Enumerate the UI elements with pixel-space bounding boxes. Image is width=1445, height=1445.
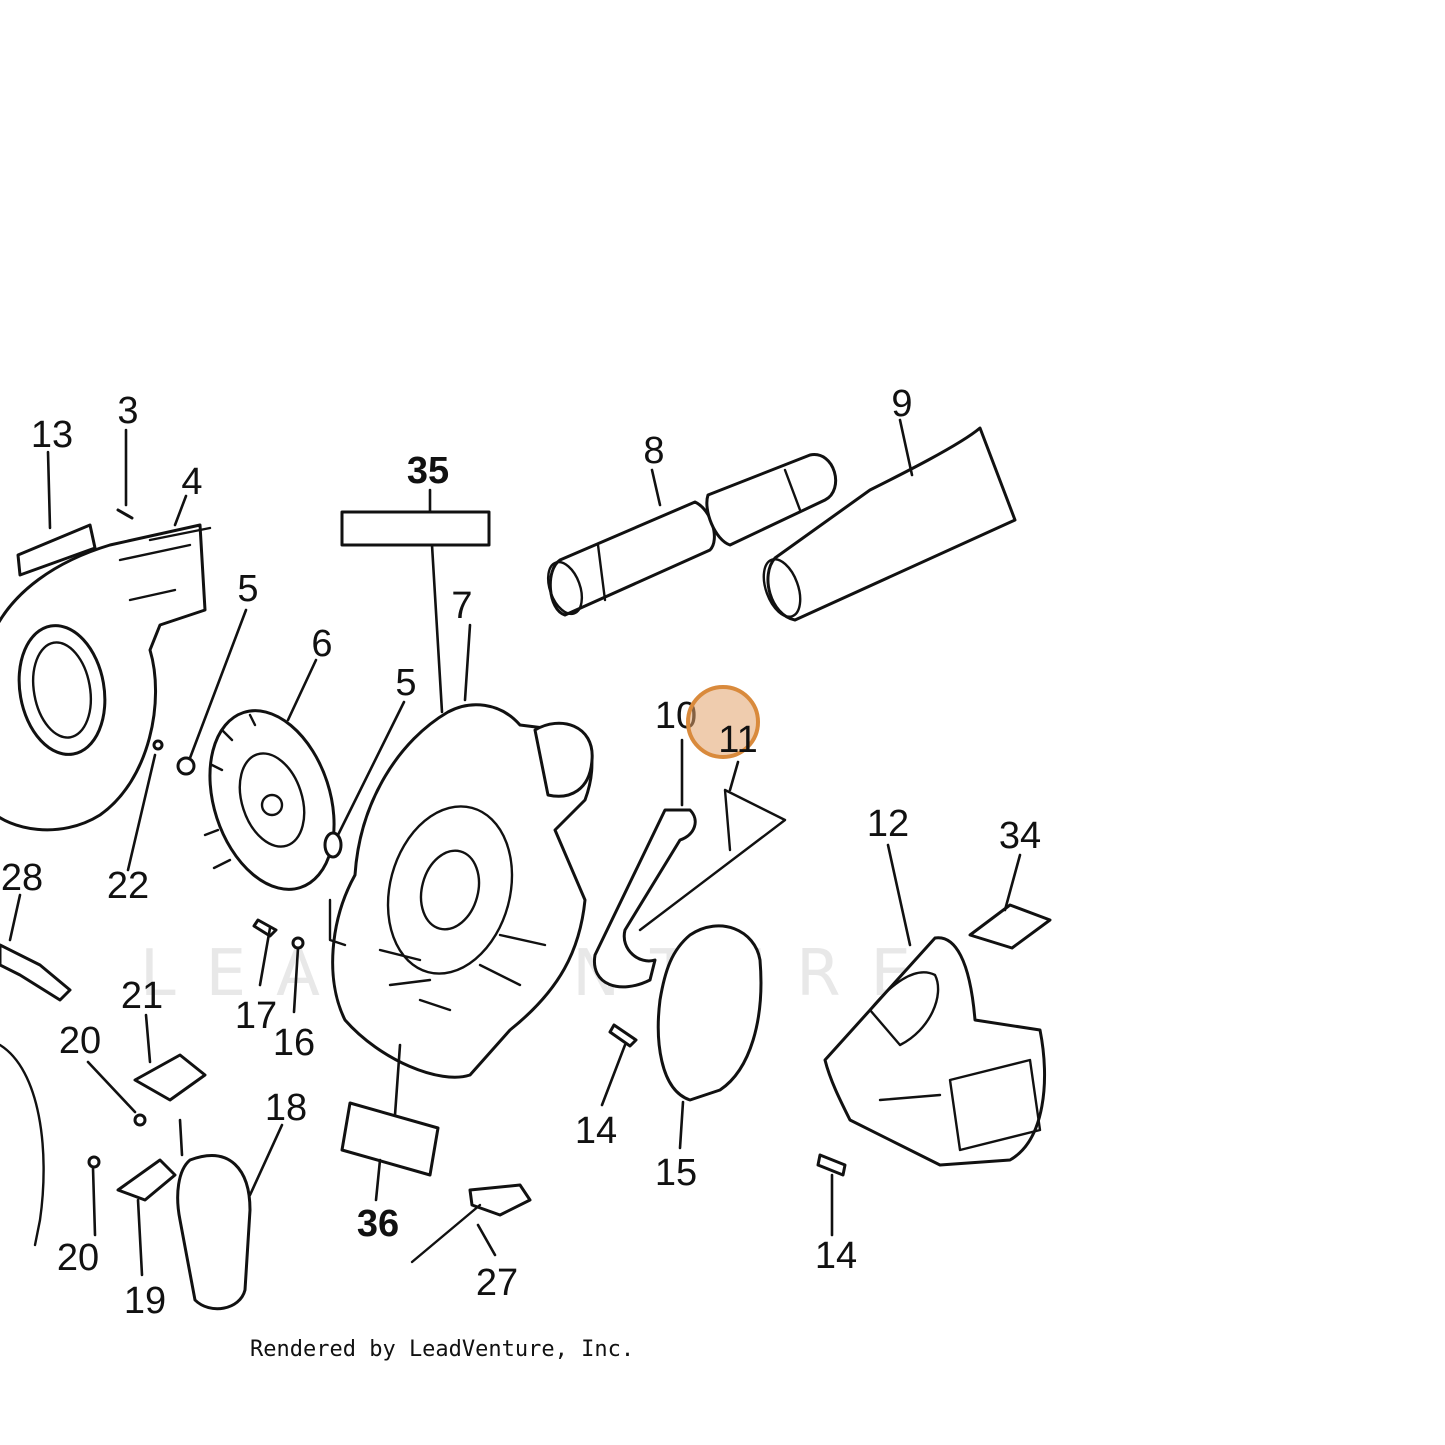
callout-27: 27 — [476, 1262, 518, 1304]
callout-8: 8 — [643, 430, 664, 472]
nut-part — [152, 739, 164, 751]
handle-18-part — [176, 1154, 252, 1311]
credit-line: Rendered by LeadVenture, Inc. — [250, 1337, 634, 1362]
callout-20: 20 — [59, 1020, 101, 1062]
blower-housing-part — [0, 523, 212, 832]
callout-16: 16 — [273, 1022, 315, 1064]
screw-20-part — [87, 1155, 101, 1169]
callout-labels: 13 3 4 35 8 9 5 6 7 5 10 11 12 34 28 22 … — [1, 383, 1041, 1322]
washer-part — [323, 831, 343, 859]
screw-14-part — [608, 1023, 638, 1048]
intake-cover-part — [656, 924, 763, 1102]
callout-22: 22 — [107, 865, 149, 907]
throttle-28-part — [0, 943, 72, 1002]
callout-5-second: 5 — [395, 662, 416, 704]
spark-plug-wrench-27-part — [468, 1183, 532, 1217]
blower-tube-8-part — [546, 453, 838, 617]
callout-28: 28 — [1, 857, 43, 899]
bracket-21-part — [133, 1053, 207, 1102]
callout-11[interactable]: 11 — [718, 719, 757, 761]
callout-35: 35 — [407, 450, 449, 492]
callout-34: 34 — [999, 815, 1041, 857]
callout-13: 13 — [31, 414, 73, 456]
callout-6: 6 — [311, 623, 332, 665]
callout-9: 9 — [891, 383, 912, 425]
gasket-11-part — [638, 788, 787, 932]
screw-14-part — [816, 1153, 847, 1177]
wrench-shaft — [410, 1203, 482, 1264]
bracket-19-part — [116, 1158, 177, 1202]
selected-part-highlight[interactable] — [686, 685, 760, 759]
callout-7: 7 — [451, 585, 472, 627]
screw-20-part — [133, 1113, 147, 1127]
callout-17: 17 — [235, 995, 277, 1037]
washer-part — [176, 756, 196, 776]
handle-part — [0, 1043, 45, 1247]
callout-36: 36 — [357, 1203, 399, 1245]
callout-5: 5 — [237, 568, 258, 610]
decal-34-part — [968, 903, 1052, 950]
screw-17-part — [252, 918, 278, 938]
label-36-box — [340, 1101, 440, 1177]
label-35-box — [340, 510, 491, 547]
gasket-10-part — [593, 808, 697, 989]
callout-15: 15 — [655, 1152, 697, 1194]
callout-3: 3 — [117, 390, 138, 432]
callout-20-second: 20 — [57, 1237, 99, 1279]
callout-14: 14 — [575, 1110, 617, 1152]
main-housing-part — [328, 703, 594, 1079]
leader-lines — [8, 418, 1022, 1277]
callout-18: 18 — [265, 1087, 307, 1129]
callout-12: 12 — [867, 803, 909, 845]
callout-21: 21 — [121, 975, 163, 1017]
screw-3-part — [116, 508, 134, 520]
engine-cover-part — [823, 936, 1047, 1167]
callout-19: 19 — [124, 1280, 166, 1322]
blower-nozzle-9-part — [762, 426, 1017, 622]
clip-16-part — [291, 936, 305, 950]
callout-14-second: 14 — [815, 1235, 857, 1277]
callout-4: 4 — [181, 461, 202, 503]
impeller-part — [203, 709, 336, 891]
